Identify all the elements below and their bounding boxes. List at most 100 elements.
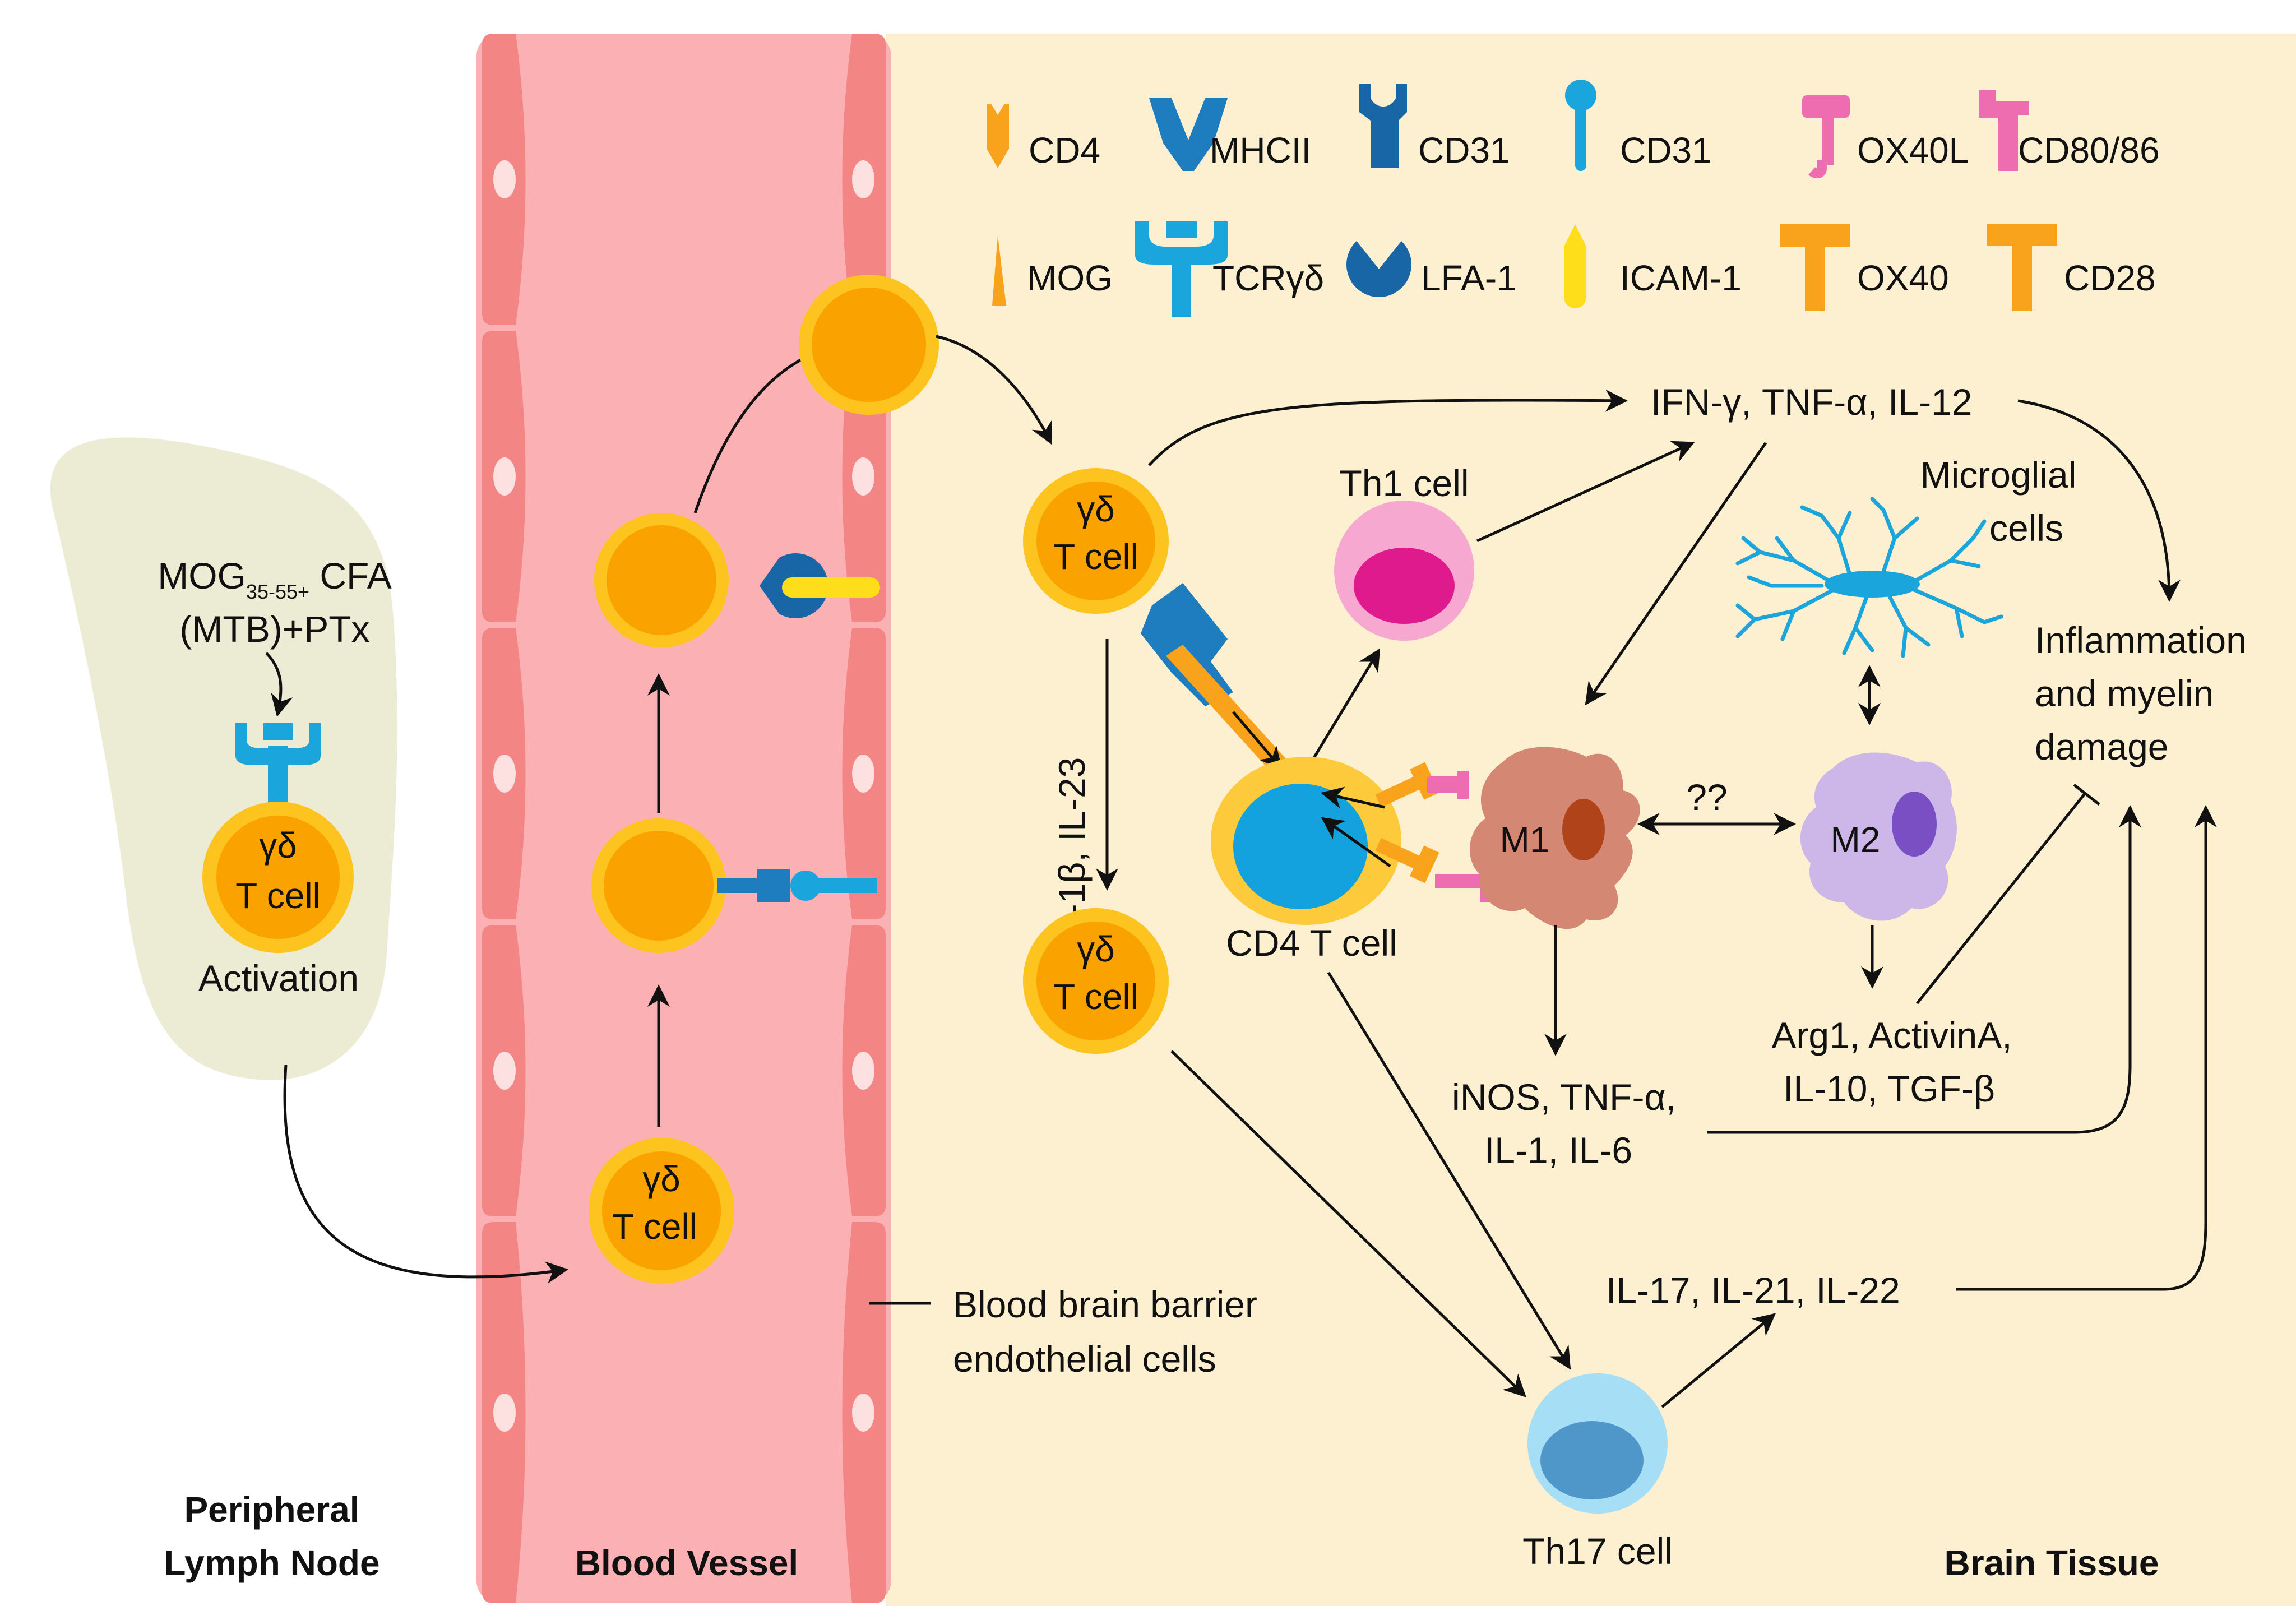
mhc-to-cd4-arrow <box>1232 711 1283 770</box>
transmigrating-cell <box>799 275 939 415</box>
arg1-line2: IL-10, TGF-β <box>1783 1068 1995 1109</box>
endothelial-nucleus <box>493 160 516 198</box>
activation-label: Activation <box>198 957 359 999</box>
il17-to-inflammation <box>1956 805 2217 1291</box>
cd4-t-cell <box>1211 757 1401 925</box>
gd-to-cytokines-arrow <box>1148 389 1628 466</box>
cytokines-top-label: IFN-γ, TNF-α, IL-12 <box>1651 381 1973 423</box>
arg1-line1: Arg1, ActivinA, <box>1771 1015 2012 1056</box>
svg-text:LFA-1: LFA-1 <box>1421 258 1517 298</box>
lfa1-icon <box>1346 241 1411 297</box>
cytokines-to-inflammation <box>2017 399 2181 602</box>
cd80-86-icon <box>1979 90 2029 171</box>
inos-to-inflammation <box>1707 805 2141 1134</box>
vessel-walls <box>482 34 886 1603</box>
brain-tissue-title: Brain Tissue <box>1945 1543 2159 1583</box>
endothelial-nucleus <box>852 1052 874 1090</box>
il17-label: IL-17, IL-21, IL-22 <box>1606 1270 1900 1311</box>
svg-text:CD31: CD31 <box>1418 130 1510 170</box>
cd4-to-th1-arrow <box>1304 648 1381 772</box>
cytokines-to-m1 <box>1585 442 1767 706</box>
svg-text:CD31: CD31 <box>1620 130 1712 170</box>
th1-label: Th1 cell <box>1339 462 1469 504</box>
transmigrate-arrow <box>936 335 1053 445</box>
th17-to-il17 <box>1661 1313 1776 1408</box>
th1-to-cytokines <box>1476 441 1695 543</box>
ox40-icon <box>1780 224 1850 311</box>
microglial-label-line2: cells <box>1989 507 2063 549</box>
svg-text:T cell: T cell <box>1053 976 1138 1017</box>
bbb-label-line1: Blood brain barrier <box>953 1284 1257 1325</box>
lymph-node-title-line2: Lymph Node <box>164 1543 379 1583</box>
endothelial-nucleus <box>493 1394 516 1432</box>
th17-cell <box>1527 1373 1668 1514</box>
th1-cell <box>1334 501 1474 641</box>
ox40l-icon <box>1802 95 1850 179</box>
microglial-label-line1: Microglial <box>1920 454 2077 496</box>
lymph-gd-t-cell: γδ T cell <box>202 802 354 953</box>
vessel-cell-lfa1-binding <box>594 513 880 647</box>
svg-text:T cell: T cell <box>612 1206 697 1247</box>
vessel-gd-t-cell: γδ T cell <box>589 1138 734 1284</box>
lymph-node-title-line1: Peripheral <box>184 1489 359 1530</box>
tcr-gd-receptor <box>235 723 321 827</box>
mhcii-icon <box>1149 98 1228 171</box>
brain-gd-t-cell-top: γδ T cell <box>1023 468 1169 614</box>
m1-macrophage <box>1469 747 1640 929</box>
cd4-icon <box>987 104 1009 168</box>
brain-gd-t-cell-bottom: γδ T cell <box>1023 908 1169 1054</box>
cd4-t-cell-label: CD4 T cell <box>1226 922 1397 964</box>
inflammation-line1: Inflammation <box>2035 619 2247 661</box>
svg-text:γδ: γδ <box>259 825 297 866</box>
svg-text:MOG: MOG <box>1027 258 1113 298</box>
svg-text:γδ: γδ <box>642 1159 681 1199</box>
endothelial-nucleus <box>852 160 874 198</box>
svg-text:ICAM-1: ICAM-1 <box>1620 258 1742 298</box>
svg-text:MHCII: MHCII <box>1210 130 1311 170</box>
vessel-cell-cd31-binding <box>591 818 877 953</box>
cd31-pin-icon <box>1565 80 1596 171</box>
th17-label: Th17 cell <box>1522 1530 1673 1572</box>
mog-icon <box>992 235 1006 306</box>
svg-text:CD28: CD28 <box>2064 258 2156 298</box>
endothelial-nucleus <box>493 755 516 793</box>
svg-text:γδ: γδ <box>1077 929 1115 969</box>
inflammation-line3: damage <box>2035 726 2169 767</box>
lymph-arrow-down <box>265 652 293 717</box>
cd4-to-th17 <box>1327 971 1571 1370</box>
m1-m2-unknown-label: ?? <box>1686 776 1727 818</box>
inos-line1: iNOS, TNF-α, <box>1452 1076 1676 1118</box>
ox40-ox40l-pair <box>1375 762 1469 808</box>
svg-text:T cell: T cell <box>1053 536 1138 577</box>
endothelial-nucleus <box>852 457 874 496</box>
lymph-to-vessel-arrow <box>283 1065 568 1284</box>
svg-text:OX40: OX40 <box>1857 258 1949 298</box>
svg-text:CD4: CD4 <box>1029 130 1100 170</box>
inos-line2: IL-1, IL-6 <box>1484 1130 1632 1171</box>
endothelial-nucleus <box>852 755 874 793</box>
svg-text:T cell: T cell <box>235 876 321 916</box>
legend: CD4 MHCII CD31 CD31 OX40L CD80/86 MOG TC… <box>987 80 2160 317</box>
bbb-label-line2: endothelial cells <box>953 1338 1216 1380</box>
m2-label: M2 <box>1831 820 1881 860</box>
cd28-icon <box>1987 224 2057 311</box>
svg-text:γδ: γδ <box>1077 489 1115 529</box>
svg-text:TCRγδ: TCRγδ <box>1212 258 1324 298</box>
tcr-gd-icon <box>1135 221 1228 317</box>
inflammation-line2: and myelin <box>2035 673 2214 714</box>
endothelial-nucleus <box>852 1394 874 1432</box>
icam1-icon <box>1564 224 1586 308</box>
mtb-ptx-label: (MTB)+PTx <box>179 608 369 650</box>
svg-text:OX40L: OX40L <box>1857 130 1969 170</box>
blood-vessel-region <box>476 34 891 1603</box>
cd28-cd80-pair <box>1375 837 1494 902</box>
m1-to-cd4-arrow-1 <box>1321 786 1385 809</box>
blood-vessel-title: Blood Vessel <box>575 1543 798 1583</box>
m1-to-cd4-arrow-2 <box>1321 817 1391 868</box>
endothelial-nucleus <box>493 457 516 496</box>
arg1-inhibits-inflammation <box>1916 784 2100 1005</box>
m2-macrophage <box>1800 752 1957 921</box>
microglial-cell <box>1735 497 2003 658</box>
